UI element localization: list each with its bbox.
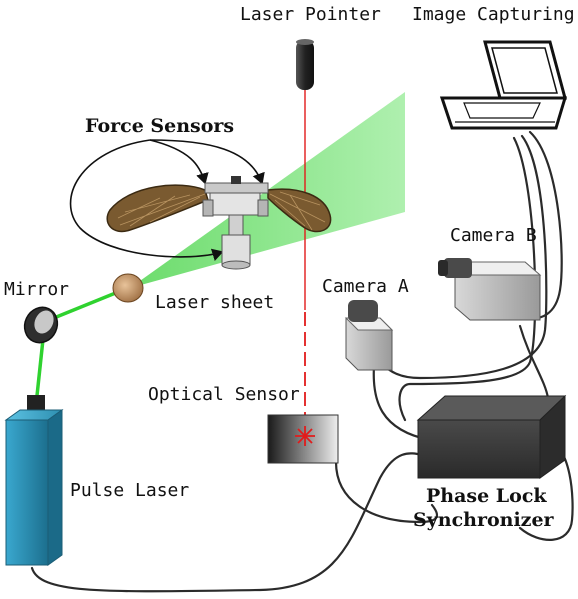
label-mirror: Mirror [4,279,69,300]
laser-pointer-device [296,39,314,90]
cylindrical-lens [112,273,144,303]
label-phase-lock: Phase Lock [426,485,547,507]
label-laser-pointer: Laser Pointer [240,4,381,25]
label-synchronizer: Synchronizer [413,509,555,531]
label-pulse-laser: Pulse Laser [70,480,189,501]
label-force-sensors: Force Sensors [85,115,234,137]
camera-b-icon [438,258,542,321]
phase-lock-synchronizer-box [416,394,567,479]
label-laser-sheet: Laser sheet [155,292,274,313]
label-camera-b: Camera B [450,225,537,246]
camera-a-icon [344,300,394,371]
optical-sensor-device [267,414,339,464]
pulse-laser-device [4,395,64,566]
label-camera-a: Camera A [322,276,409,297]
mirror-icon [23,306,59,344]
flapping-wing-model [106,176,332,270]
laptop-icon [439,40,568,130]
force-sensor-arrows [69,139,265,261]
label-image-capturing: Image Capturing [412,4,575,25]
red-star-icon [295,426,315,446]
label-optical-sensor: Optical Sensor [148,384,300,405]
